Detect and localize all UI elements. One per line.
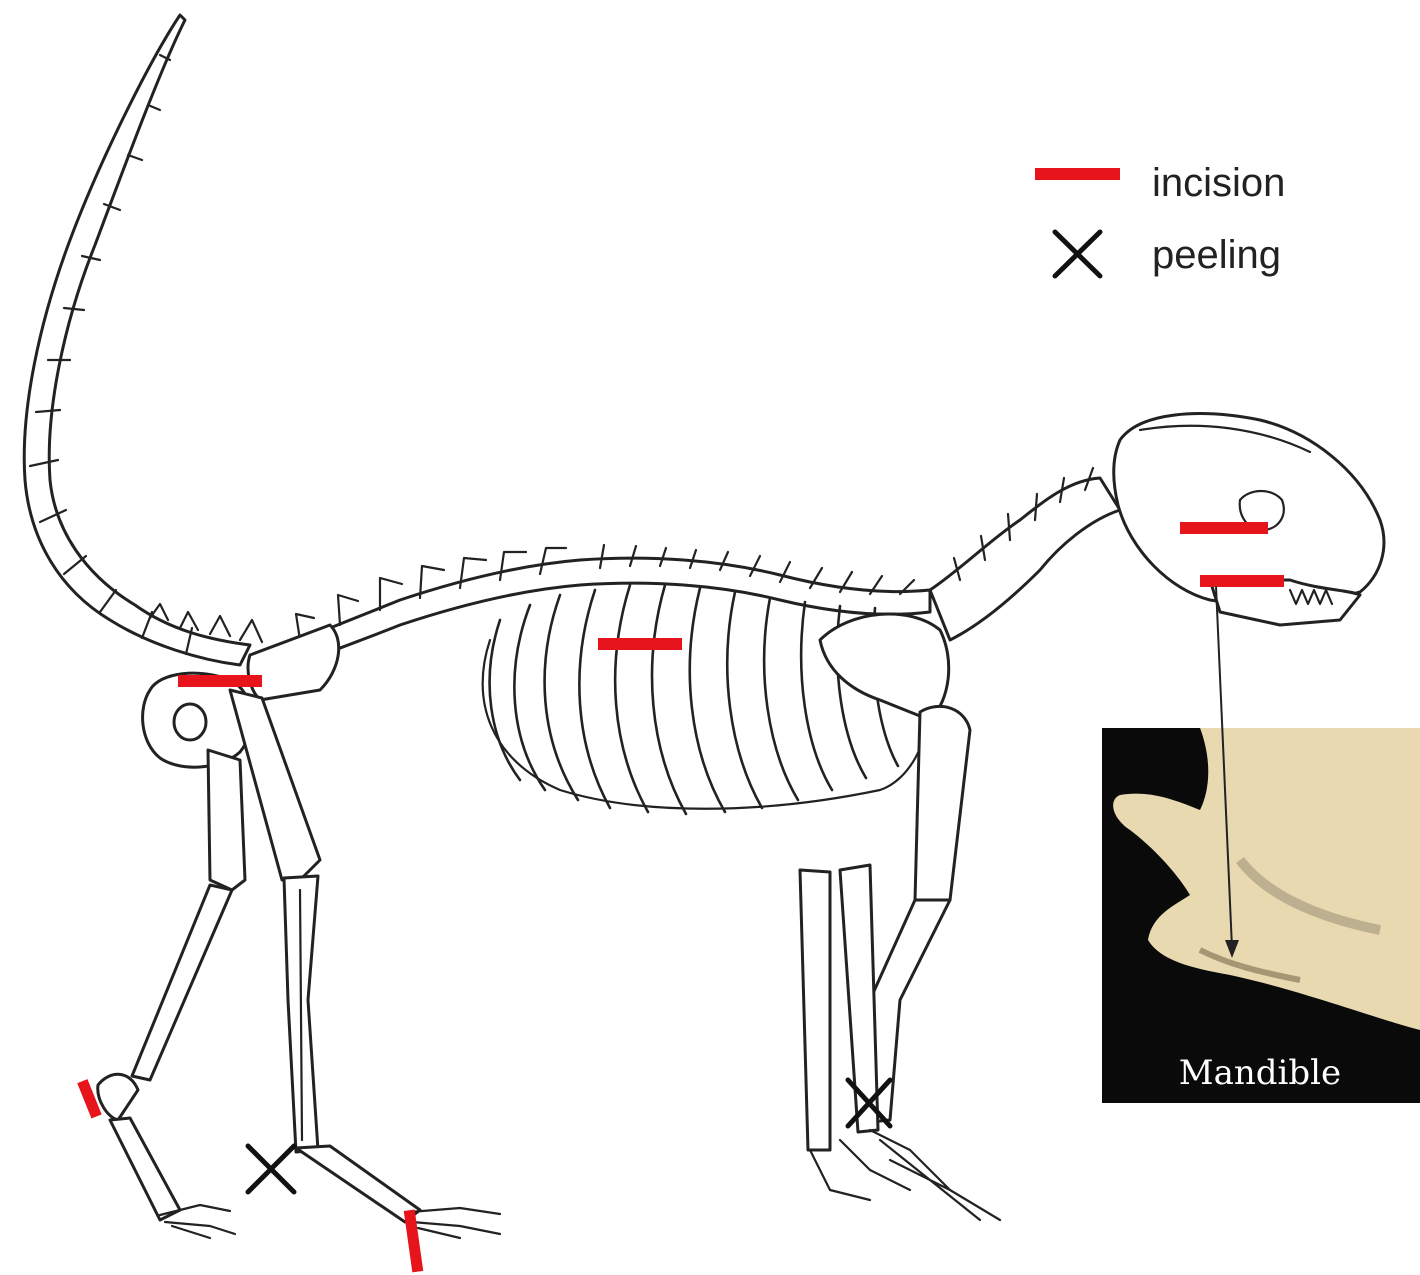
mandible-inset: Mandible <box>1102 728 1420 1103</box>
legend-peeling-icon <box>1055 232 1100 276</box>
incision-mark-hind-paw <box>404 1209 424 1272</box>
tail <box>24 15 262 665</box>
peeling-mark-hind-foot <box>248 1146 294 1192</box>
legend-peeling-label: peeling <box>1152 233 1281 277</box>
incision-mark-mandible <box>1200 575 1284 587</box>
incision-mark-ribcage <box>598 638 682 650</box>
legend-incision-label: incision <box>1152 161 1285 205</box>
hind-legs <box>98 690 500 1238</box>
incision-mark-tail-base <box>178 675 262 687</box>
legend-incision-swatch <box>1035 168 1120 180</box>
neck <box>930 468 1120 640</box>
forelegs <box>800 614 1000 1220</box>
inset-caption: Mandible <box>1179 1053 1341 1093</box>
legend: incision peeling <box>1035 161 1285 277</box>
skull <box>1114 414 1384 625</box>
incision-mark-skull <box>1180 522 1268 534</box>
